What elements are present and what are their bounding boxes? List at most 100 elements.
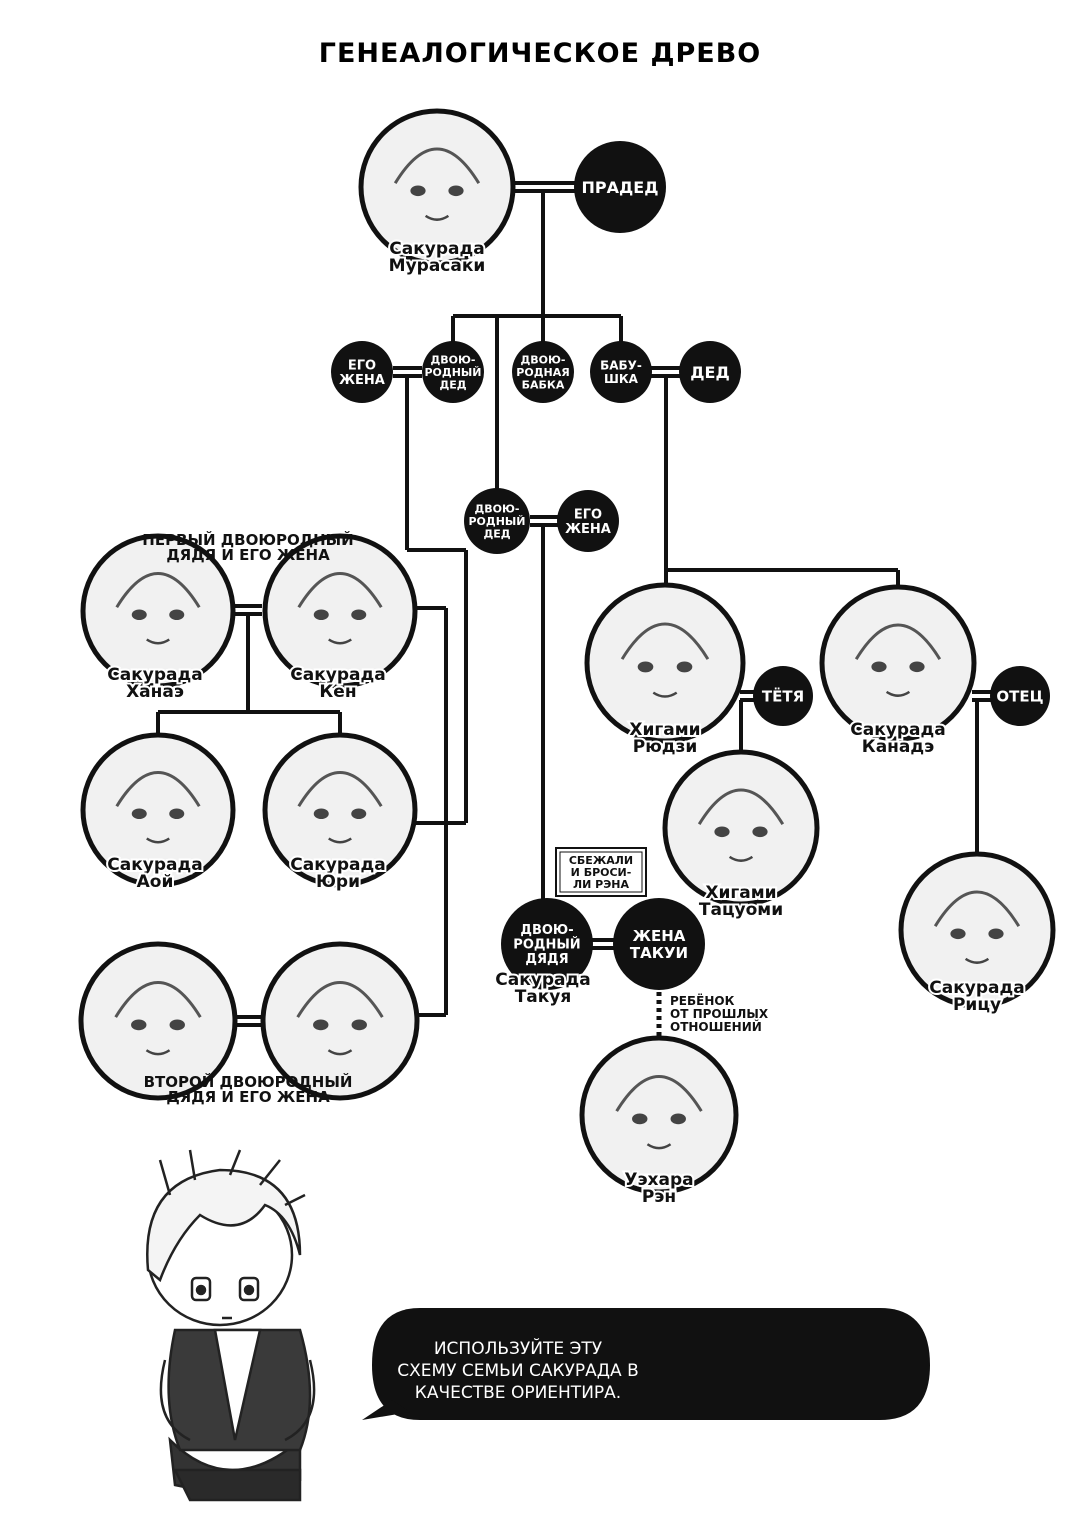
portrait-second-uncle-wife xyxy=(78,941,238,1101)
name-line: Такуя xyxy=(515,987,572,1007)
portrait-ren xyxy=(579,1035,739,1195)
badge-line: ДВОЮ- xyxy=(520,923,573,938)
note-line-2: ОТ ПРОШЛЫХ xyxy=(670,1007,769,1021)
portrait-hanae xyxy=(80,533,236,689)
speech-bubble: ИСПОЛЬЗУЙТЕ ЭТУ СХЕМУ СЕМЬИ САКУРАДА В К… xyxy=(362,1308,930,1420)
caption-line-2: ДЯДЯ И ЕГО ЖЕНА xyxy=(166,546,330,564)
name-line: Сакурада xyxy=(929,978,1024,998)
badge-pradet: ПРАДЕД xyxy=(574,141,666,233)
note-child: РЕБЁНОК ОТ ПРОШЛЫХ ОТНОШЕНИЙ xyxy=(670,993,769,1034)
badge-line: ЖЕНА xyxy=(633,927,686,945)
name-line: Сакурада xyxy=(107,855,202,875)
badge-line: ШКА xyxy=(604,372,639,386)
caption-line-1: ВТОРОЙ ДВОЮРОДНЫЙ xyxy=(144,1072,353,1091)
badge-line: ПРАДЕД xyxy=(582,178,659,197)
badge-line: ДВОЮ- xyxy=(520,354,565,367)
badge-line: ЕГО xyxy=(574,507,602,522)
chibi-character-illustration xyxy=(146,1149,316,1502)
badge-ded: ДЕД xyxy=(679,341,741,403)
name-line: Сакурада xyxy=(850,720,945,740)
name-line: Сакурада xyxy=(290,855,385,875)
badge-line: ДЯДЯ xyxy=(525,952,568,967)
badge-line: ЕГО xyxy=(348,358,376,373)
portrait-ryuji xyxy=(584,582,746,744)
portrait-tatsuomi xyxy=(662,749,820,907)
portraits xyxy=(78,108,1056,1195)
portrait-ritsu xyxy=(898,851,1056,1009)
caption-line-2: ДЯДЯ И ЕГО ЖЕНА xyxy=(166,1088,330,1106)
name-line: Аой xyxy=(137,872,174,892)
name-line: Мурасаки xyxy=(389,256,486,276)
name-line: Сакурада xyxy=(290,665,385,685)
portrait-kanade xyxy=(819,584,977,742)
badge-babushka: БАБУ-ШКА xyxy=(590,341,652,403)
portrait-murasaki xyxy=(358,108,516,266)
name-line: Ханаэ xyxy=(126,682,184,702)
name-line: Хигами xyxy=(629,720,700,740)
name-line: Рицу xyxy=(953,995,1001,1015)
name-line: Тацуоми xyxy=(699,900,783,920)
bubble-line-3: КАЧЕСТВЕ ОРИЕНТИРА. xyxy=(415,1383,621,1403)
bubble-line-2: СХЕМУ СЕМЬИ САКУРАДА В xyxy=(397,1361,639,1381)
badge-tetya: ТЁТЯ xyxy=(753,666,813,726)
name-line: Сакурада xyxy=(495,970,590,990)
note-line-2: И БРОСИ- xyxy=(571,866,632,879)
badge-line: РОДНАЯ xyxy=(516,366,569,379)
badge-otec: ОТЕЦ xyxy=(990,666,1050,726)
badge-line: ОТЕЦ xyxy=(996,687,1043,705)
portrait-yuri xyxy=(262,732,418,888)
page-title: ГЕНЕАЛОГИЧЕСКОЕ ДРЕВО xyxy=(319,38,762,69)
connector-lines xyxy=(156,181,992,1027)
name-line: Хигами xyxy=(705,883,776,903)
badge-line: РОДНЫЙ xyxy=(424,366,481,379)
bubble-line-1: ИСПОЛЬЗУЙТЕ ЭТУ xyxy=(434,1337,603,1359)
name-line: Уэхара xyxy=(624,1170,693,1190)
note-ran-away: СБЕЖАЛИ И БРОСИ- ЛИ РЭНА xyxy=(555,847,647,897)
portrait-aoi xyxy=(80,732,236,888)
badge-line: ДВОЮ- xyxy=(474,503,519,516)
name-line: Рэн xyxy=(642,1187,676,1207)
name-line: Юри xyxy=(316,872,360,892)
badge-line: ТАКУИ xyxy=(630,944,688,962)
name-line: Рюдзи xyxy=(633,737,698,757)
badge-line: РОДНЫЙ xyxy=(513,937,580,953)
note-line-1: РЕБЁНОК xyxy=(670,993,735,1008)
portrait-ken xyxy=(262,533,418,689)
caption-second-uncle: ВТОРОЙ ДВОЮРОДНЫЙ ДЯДЯ И ЕГО ЖЕНА xyxy=(144,1072,353,1106)
name-labels: СакурадаМурасакиСакурадаХанаэСакурадаКен… xyxy=(105,237,1026,1209)
badge-line: ДЕД xyxy=(483,527,510,540)
badge-line: ТЁТЯ xyxy=(762,686,804,705)
badge-line: ЖЕНА xyxy=(339,373,385,388)
portrait-second-uncle xyxy=(260,941,420,1101)
name-line: Сакурада xyxy=(389,239,484,259)
badges: ПРАДЕДЕГОЖЕНАДВОЮ-РОДНЫЙДЕДДВОЮ-РОДНАЯБА… xyxy=(331,141,1050,990)
caption-line-1: ПЕРВЫЙ ДВОЮРОДНЫЙ xyxy=(142,530,353,549)
note-line-1: СБЕЖАЛИ xyxy=(569,854,633,867)
badge-line: ДВОЮ- xyxy=(430,354,475,367)
caption-first-uncle: ПЕРВЫЙ ДВОЮРОДНЫЙ ДЯДЯ И ЕГО ЖЕНА xyxy=(142,530,353,564)
badge-line: ЖЕНА xyxy=(565,522,611,537)
note-line-3: ЛИ РЭНА xyxy=(573,878,630,891)
name-line: Сакурада xyxy=(107,665,202,685)
badge-line: РОДНЫЙ xyxy=(468,515,525,528)
badge-line: ДЕД xyxy=(690,363,729,382)
